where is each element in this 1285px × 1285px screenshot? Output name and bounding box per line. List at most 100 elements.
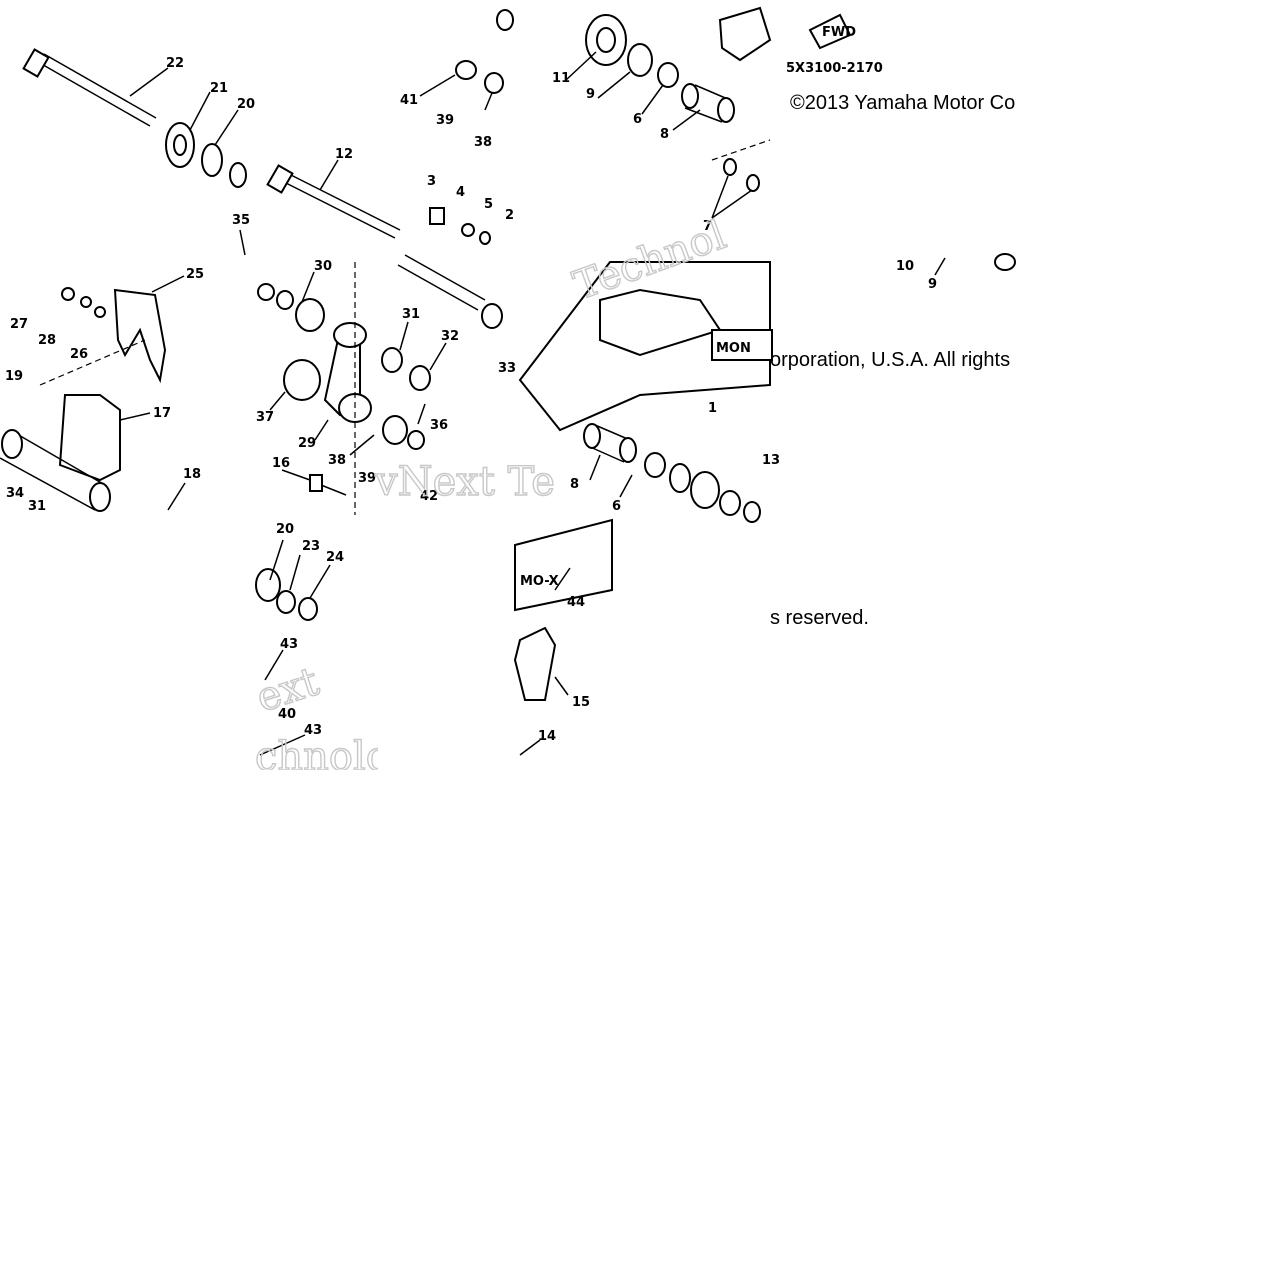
label-34: 34 [6, 486, 24, 501]
washer-4 [461, 223, 475, 237]
label-24: 24 [326, 550, 344, 565]
label-3: 3 [427, 174, 436, 189]
label-39b: 39 [358, 471, 376, 486]
bracket-25 [113, 288, 167, 384]
label-20: 20 [237, 97, 255, 112]
watermark-2: vNext Te [374, 459, 555, 505]
label-35: 35 [232, 213, 250, 228]
label-23: 23 [302, 539, 320, 554]
label-43b: 43 [304, 723, 322, 738]
label-26: 26 [70, 347, 88, 362]
fwd-arrow-icon [808, 13, 852, 50]
copyright-line-3: s reserved. [770, 607, 869, 629]
label-15: 15 [572, 695, 590, 710]
label-6: 6 [633, 112, 642, 127]
diagram-code: 5X3100-2170 [786, 61, 883, 76]
plate-17 [58, 394, 121, 482]
label-19: 19 [5, 369, 23, 384]
bolt-12 [266, 164, 401, 239]
washer-31 [381, 347, 403, 373]
mono-text: MON [716, 341, 751, 356]
bushing-37 [283, 359, 321, 401]
label-17: 17 [153, 406, 171, 421]
mox-text: MO-X [520, 574, 559, 589]
label-12: 12 [335, 147, 353, 162]
bracket-top [718, 6, 772, 62]
label-4: 4 [456, 185, 465, 200]
bolt-22 [22, 48, 157, 127]
washer-5 [479, 231, 491, 245]
label-18: 18 [183, 467, 201, 482]
label-29: 29 [298, 436, 316, 451]
washer-28 [80, 296, 92, 308]
washer-39 [407, 430, 425, 450]
copyright-line-1: ©2013 Yamaha Motor Co [790, 92, 1016, 114]
bushing-38 [382, 415, 408, 445]
bearing-20 [201, 143, 223, 177]
nut-41 [455, 60, 477, 80]
label-28: 28 [38, 333, 56, 348]
label-31b: 31 [402, 307, 420, 322]
copyright-line-2: orporation, U.S.A. All rights [770, 349, 1011, 371]
label-39: 39 [436, 113, 454, 128]
label-27: 27 [10, 317, 28, 332]
nut-right [994, 253, 1016, 271]
nut-24 [298, 597, 318, 621]
label-9b: 9 [928, 277, 937, 292]
fwd-label: FWD [822, 25, 856, 40]
seal-left [257, 283, 275, 301]
bearing-9 [627, 43, 653, 77]
watermark-3: ext [251, 659, 324, 722]
swingarm-end [514, 518, 613, 612]
label-13: 13 [762, 453, 780, 468]
label-31: 31 [28, 499, 46, 514]
label-16: 16 [272, 456, 290, 471]
label-44: 44 [567, 595, 585, 610]
label-6b: 6 [612, 499, 621, 514]
label-30: 30 [314, 259, 332, 274]
bushing-8 [681, 83, 735, 123]
bearing-20b [255, 568, 281, 602]
label-9: 9 [586, 87, 595, 102]
label-8: 8 [660, 127, 669, 142]
seal-11b [690, 471, 720, 509]
label-11: 11 [552, 71, 570, 86]
shaft-2 [397, 254, 503, 329]
label-38b: 38 [328, 453, 346, 468]
label-7: 7 [703, 219, 712, 234]
label-33: 33 [498, 361, 516, 376]
label-41: 41 [400, 93, 418, 108]
label-22: 22 [166, 56, 184, 71]
label-1: 1 [708, 401, 717, 416]
label-36: 36 [430, 418, 448, 433]
bushing-30 [295, 298, 325, 332]
bolt-3 [429, 207, 445, 225]
collar-32 [409, 365, 431, 391]
collar-6b [644, 452, 666, 478]
label-2: 2 [505, 208, 514, 223]
bushing-8b [583, 423, 637, 463]
leader-lines [119, 51, 946, 756]
label-20b: 20 [276, 522, 294, 537]
bolt-27 [61, 287, 75, 301]
label-5: 5 [484, 197, 493, 212]
nut-7a [723, 158, 737, 176]
nut-7b [746, 174, 760, 192]
nut-39 [484, 72, 504, 94]
washer-23 [276, 590, 296, 614]
label-8b: 8 [570, 477, 579, 492]
label-42: 42 [420, 489, 438, 504]
pipe-34 [0, 429, 111, 512]
label-43: 43 [280, 637, 298, 652]
label-21: 21 [210, 81, 228, 96]
label-25: 25 [186, 267, 204, 282]
bearing-9b [669, 463, 691, 493]
chain-guide-15 [513, 626, 557, 701]
label-38: 38 [474, 135, 492, 150]
label-14: 14 [538, 729, 556, 744]
label-32: 32 [441, 329, 459, 344]
collar-6 [657, 62, 679, 88]
label-10: 10 [896, 259, 914, 274]
